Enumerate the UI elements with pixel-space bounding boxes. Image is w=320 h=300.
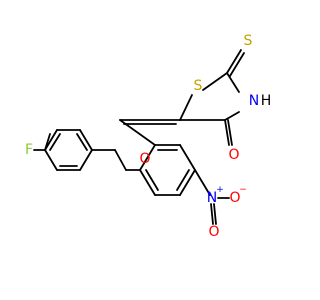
carbonyl-oxygen-label: O [228, 147, 239, 163]
atom-labels: F O S S N H O N + O − O [25, 33, 271, 240]
bond [224, 119, 230, 146]
nitro-nitrogen-label: N [207, 190, 217, 206]
nitro-negative-charge: − [239, 185, 247, 195]
bonds [33, 49, 245, 225]
ring-sulfur-label: S [194, 78, 203, 94]
bond [229, 52, 245, 77]
bond [179, 144, 196, 171]
bond [114, 149, 127, 171]
bond [213, 203, 217, 225]
bond [139, 144, 156, 171]
bond [49, 133, 61, 151]
thione-sulfur-label: S [244, 33, 253, 49]
bond [44, 129, 58, 151]
bond [226, 72, 240, 93]
ether-oxygen-label: O [139, 151, 150, 167]
bond [210, 203, 214, 225]
bond [44, 149, 58, 171]
chemical-structure: F O S S N H O N + O − O [25, 33, 271, 240]
bond [76, 133, 88, 151]
bond [79, 129, 93, 151]
amide-hydrogen-label: H [261, 93, 272, 109]
nitro-positive-charge: + [216, 185, 224, 195]
bond [179, 169, 196, 196]
bond [145, 169, 159, 191]
bond [226, 49, 242, 74]
nitro-oxygen-bottom-label: O [208, 224, 219, 240]
amide-nitrogen-label: N [249, 93, 259, 109]
bond [179, 94, 193, 121]
bond [176, 169, 190, 191]
bond [224, 111, 240, 121]
fluorine-label: F [25, 142, 33, 158]
nitro-oxygen-right-label: O [229, 190, 240, 206]
bond [202, 72, 228, 91]
bond [227, 119, 233, 146]
bond [79, 149, 93, 171]
bond [194, 169, 211, 196]
bond [139, 169, 156, 196]
